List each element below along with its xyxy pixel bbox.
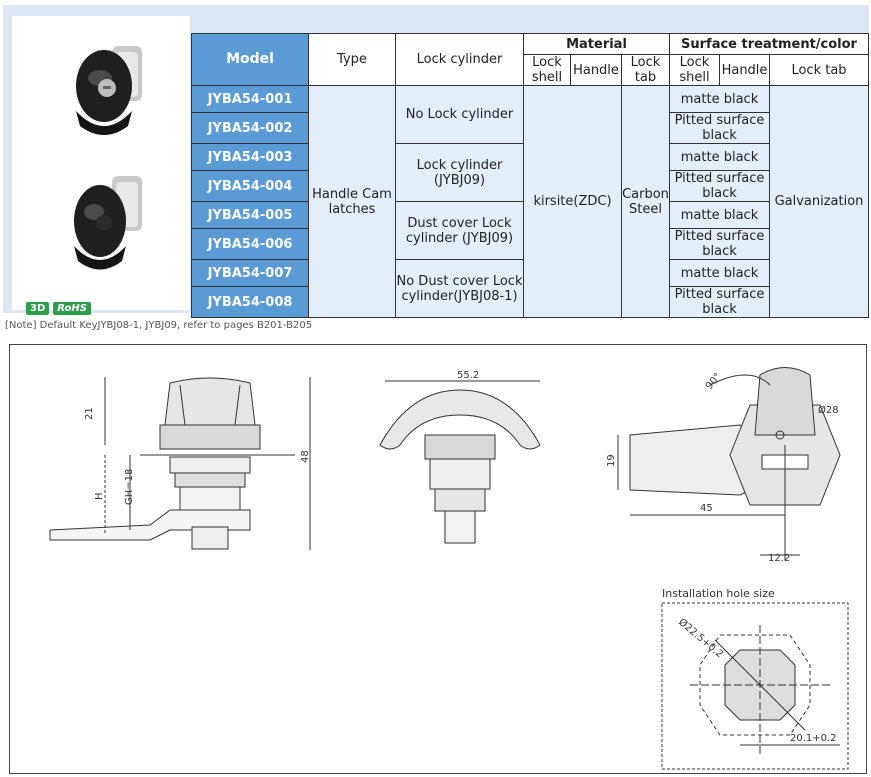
finish-cell: matte black: [669, 143, 770, 171]
drawing-svg: 21 48 GH=18 H 55.2 90° Ø28 1: [49, 367, 849, 770]
tab-material-cell: Carbon Steel: [621, 85, 670, 318]
header-lock-cylinder: Lock cylinder: [395, 33, 524, 86]
header-model: Model: [191, 33, 309, 86]
model-cell: JYBA54-007: [191, 259, 309, 287]
install-title: Installation hole size: [662, 587, 775, 600]
badge-rohs: RoHS: [53, 302, 91, 315]
finish-cell: Pitted surface black: [669, 286, 770, 318]
header-lock-tab: Lock tab: [621, 54, 670, 86]
front-view: [379, 380, 541, 544]
model-cell: JYBA54-003: [191, 143, 309, 171]
technical-drawing: 21 48 GH=18 H 55.2 90° Ø28 1: [9, 344, 867, 774]
header-material: Material: [523, 33, 670, 55]
finish-cell: matte black: [669, 259, 770, 287]
dim-21: 21: [84, 407, 95, 420]
header-handle: Handle: [570, 54, 622, 86]
cylinder-cell: Lock cylinder (JYBJ09): [395, 143, 524, 202]
header-surface: Surface treatment/color: [669, 33, 869, 55]
model-cell: JYBA54-001: [191, 85, 309, 113]
latch-image-bottom: [74, 176, 142, 270]
spec-table: Model Type Lock cylinder Material Surfac…: [191, 33, 869, 318]
finish-cell: matte black: [669, 201, 770, 229]
note-text: [Note] Default KeyJYBJ08-1, JYBJ09, refe…: [5, 320, 313, 331]
hole-square: 20.1+0.2: [790, 733, 837, 744]
header-surface-handle: Handle: [719, 54, 770, 86]
model-cell: JYBA54-008: [191, 286, 309, 318]
header-lock-shell: Lock shell: [523, 54, 571, 86]
badge-3d: 3D: [26, 302, 50, 315]
header-surface-lock-shell: Lock shell: [669, 54, 720, 86]
model-cell: JYBA54-004: [191, 170, 309, 202]
model-cell: JYBA54-006: [191, 228, 309, 260]
model-cell: JYBA54-005: [191, 201, 309, 229]
type-cell: Handle Cam latches: [308, 85, 396, 318]
product-photo: 3D RoHS: [12, 16, 190, 315]
cylinder-cell: No Dust cover Lock cylinder(JYBJ08-1): [395, 259, 524, 318]
finish-cell: Pitted surface black: [669, 228, 770, 260]
finish-cell: Pitted surface black: [669, 170, 770, 202]
dim-90: 90°: [704, 371, 724, 392]
header-type: Type: [308, 33, 396, 86]
top-view: [617, 367, 841, 560]
dim-28: Ø28: [818, 404, 839, 416]
side-view: [49, 377, 311, 550]
finish-cell: matte black: [669, 85, 770, 113]
shell-material-cell: kirsite(ZDC): [523, 85, 622, 318]
dim-48: 48: [300, 450, 311, 463]
dim-55-2: 55.2: [457, 370, 479, 381]
cert-badges: 3D RoHS: [26, 302, 91, 315]
dim-12-2: 12.2: [768, 553, 790, 564]
cylinder-cell: No Lock cylinder: [395, 85, 524, 144]
dim-gh: GH=18: [124, 469, 135, 505]
model-cell: JYBA54-002: [191, 112, 309, 144]
header-surface-lock-tab: Lock tab: [769, 54, 869, 86]
latch-image-top: [76, 46, 142, 135]
dim-h: H: [94, 492, 105, 500]
cylinder-cell: Dust cover Lock cylinder (JYBJ09): [395, 201, 524, 260]
install-hole-box: [661, 602, 849, 770]
finish-cell: Pitted surface black: [669, 112, 770, 144]
dim-19: 19: [606, 454, 617, 467]
tab-finish-cell: Galvanization: [769, 85, 869, 318]
dim-45: 45: [700, 503, 713, 514]
